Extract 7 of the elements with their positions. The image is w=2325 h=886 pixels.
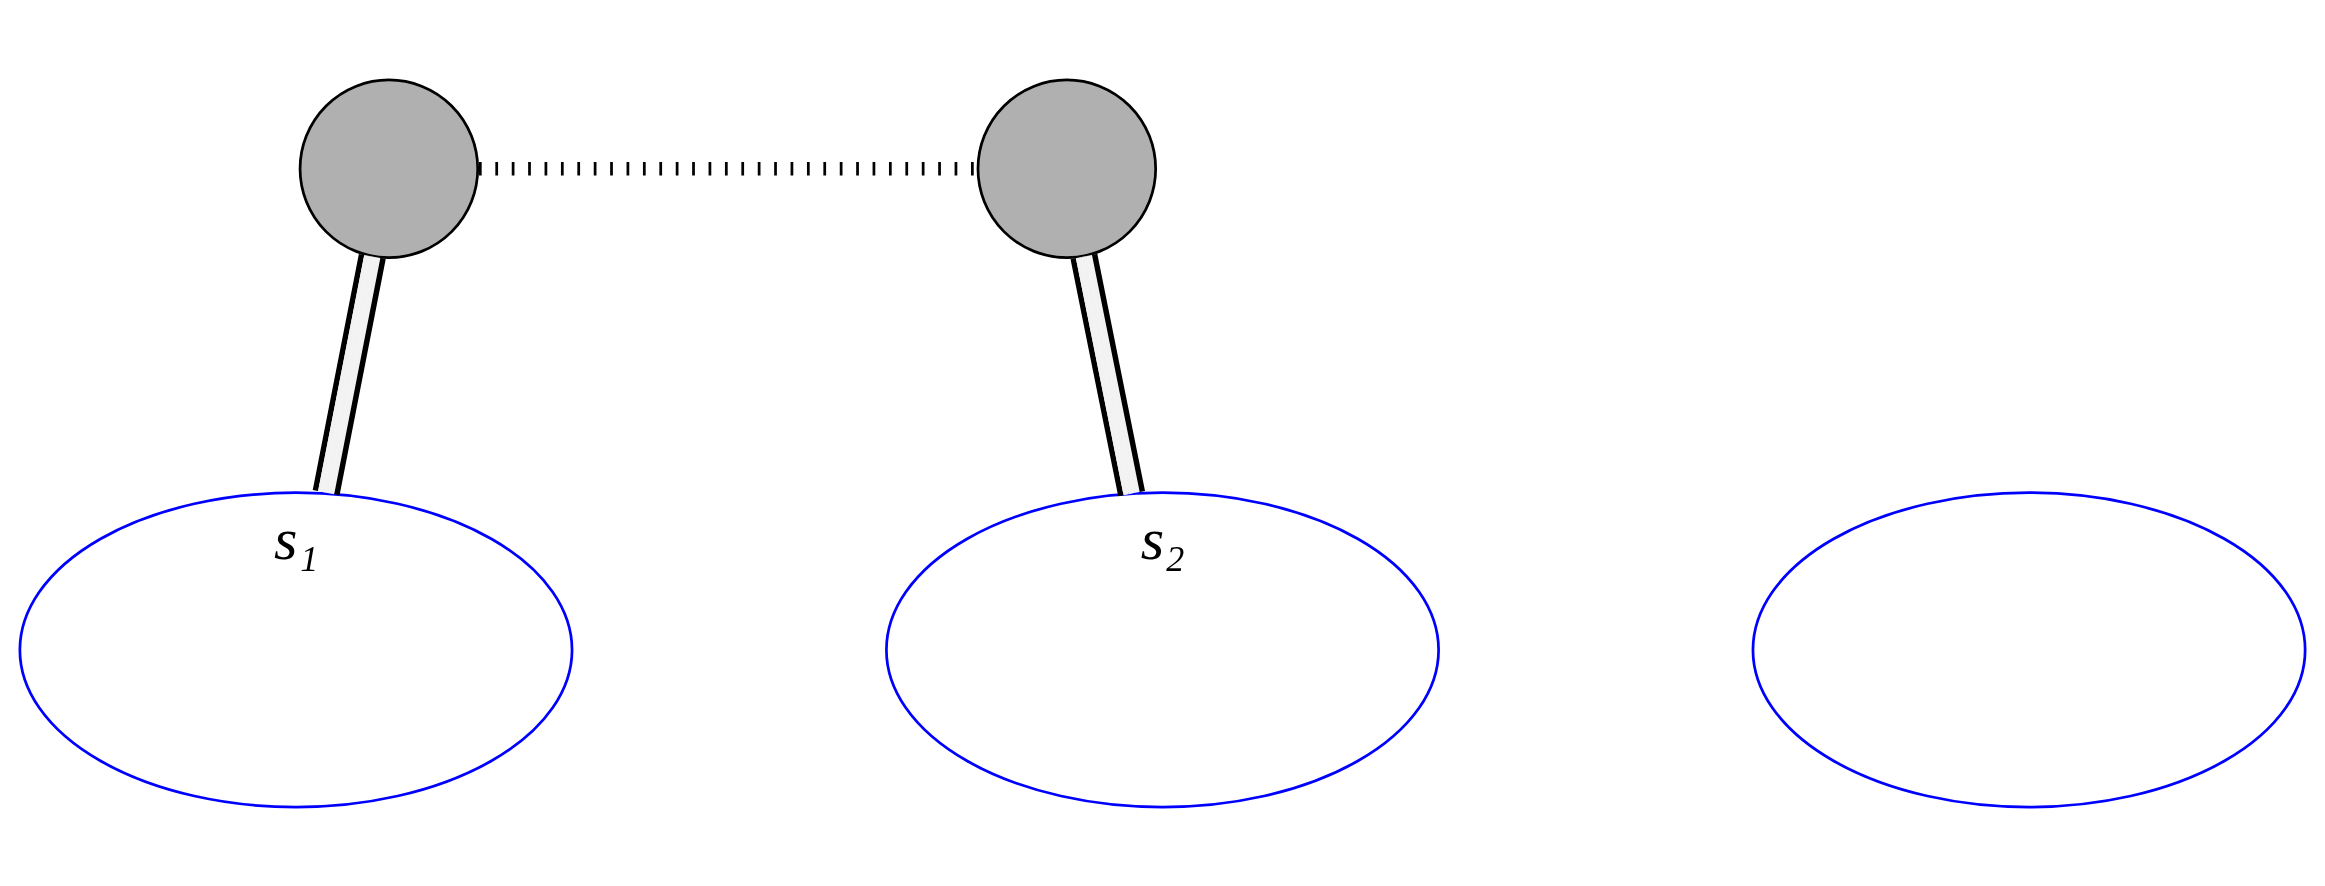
- connector: [312, 253, 386, 495]
- connector: [1070, 253, 1146, 496]
- node-ellipse: s₂: [885, 490, 1440, 808]
- node-ellipse: [1751, 490, 2307, 808]
- node-circle: [298, 78, 480, 259]
- node-circle: [976, 78, 1158, 259]
- node-ellipse: s₁: [18, 490, 574, 808]
